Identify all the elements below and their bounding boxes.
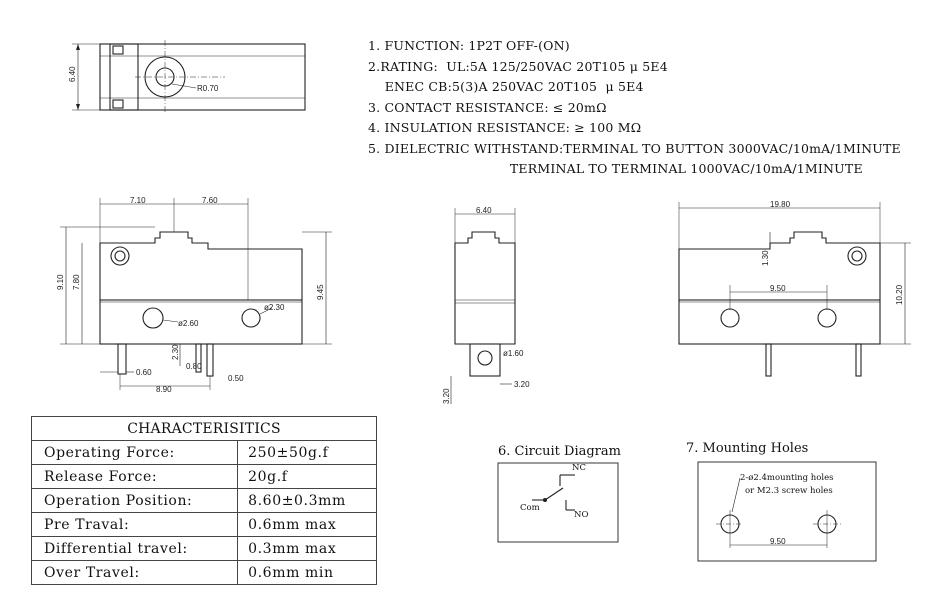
table-header-row: CHARACTERISITICS xyxy=(31,416,377,441)
circuit-diagram: 6. Circuit Diagram NC NO Com xyxy=(497,444,621,543)
mount-note-1: 2-ø2.4mounting holes xyxy=(740,473,834,483)
note-rating-ul: 2.RATING: UL:5A 125/250VAC 20T105 μ 5E4 xyxy=(368,58,668,74)
table-row: Over Travel: 0.6mm min xyxy=(30,560,377,585)
front-height3-label: 9.45 xyxy=(316,284,325,300)
note-contact-resistance: 3. CONTACT RESISTANCE: ≤ 20mΩ xyxy=(368,99,607,115)
row-label: Pre Traval: xyxy=(30,512,239,537)
row-value: 0.6mm min xyxy=(237,560,377,585)
note-insulation-resistance: 4. INSULATION RESISTANCE: ≥ 100 MΩ xyxy=(368,120,642,135)
row-label: Operating Force: xyxy=(30,440,239,465)
circuit-title: 6. Circuit Diagram xyxy=(498,444,621,459)
characteristics-title: CHARACTERISITICS xyxy=(31,416,377,441)
mount-note-2: or M2.3 screw holes xyxy=(745,486,833,496)
row-value: 20g.f xyxy=(237,464,377,489)
circuit-nc-label: NC xyxy=(572,463,586,473)
mounting-title: 7. Mounting Holes xyxy=(686,441,808,456)
table-row: Operating Force: 250±50g.f xyxy=(30,440,377,465)
front-width2-label: 7.60 xyxy=(202,196,218,205)
back-span-label: 9.50 xyxy=(770,284,786,293)
table-row: Release Force: 20g.f xyxy=(30,464,377,489)
front-pin-a-label: 0.60 xyxy=(136,368,152,377)
note-dielectric-1: 5. DIELECTRIC WITHSTAND:TERMINAL TO BUTT… xyxy=(368,140,901,156)
front-width1-label: 7.10 xyxy=(130,196,146,205)
spec-notes: 1. FUNCTION: 1P2T OFF-(ON) 2.RATING: UL:… xyxy=(368,36,901,180)
circuit-no-label: NO xyxy=(574,510,588,520)
back-height-label: 10.20 xyxy=(895,284,904,305)
row-label: Release Force: xyxy=(30,464,239,489)
side-hole-label: ø1.60 xyxy=(503,349,524,358)
front-hole1-label: ø2.60 xyxy=(178,319,199,328)
front-pin-span-label: 8.90 xyxy=(156,385,172,394)
note-rating-enec: ENEC CB:5(3)A 250VAC 20T105 μ 5E4 xyxy=(368,79,644,94)
row-value: 0.3mm max xyxy=(237,536,377,561)
front-hole2-label: ø2.30 xyxy=(264,303,285,312)
side-t1-label: 3.20 xyxy=(442,388,451,404)
front-pin-b-label: 0.80 xyxy=(186,362,202,371)
note-function: 1. FUNCTION: 1P2T OFF-(ON) xyxy=(368,38,570,53)
front-view: 7.10 7.60 9.10 7.80 9.45 ø2.60 ø2.30 2.3… xyxy=(56,196,332,394)
front-height1-label: 9.10 xyxy=(56,274,65,290)
table-row: Operation Position: 8.60±0.3mm xyxy=(30,488,377,513)
row-label: Operation Position: xyxy=(30,488,239,513)
characteristics-table: CHARACTERISITICS Operating Force: 250±50… xyxy=(30,416,377,585)
table-row: Differential travel: 0.3mm max xyxy=(30,536,377,561)
row-label: Differential travel: xyxy=(30,536,239,561)
front-height2-label: 7.80 xyxy=(72,274,81,290)
back-width-label: 19.80 xyxy=(770,200,791,209)
row-label: Over Travel: xyxy=(30,560,239,585)
row-value: 8.60±0.3mm xyxy=(237,488,377,513)
front-pin-height-label: 2.30 xyxy=(171,344,180,360)
mounting-holes: 7. Mounting Holes 9.50 2-ø2.4mounting ho… xyxy=(686,441,877,562)
row-value: 250±50g.f xyxy=(237,440,377,465)
row-value: 0.6mm max xyxy=(237,512,377,537)
top-radius-label: R0.70 xyxy=(197,84,219,93)
back-view: 19.80 9.50 1.30 10.20 xyxy=(678,200,911,377)
circuit-com-label: Com xyxy=(520,503,540,513)
table-row: Pre Traval: 0.6mm max xyxy=(30,512,377,537)
top-view: 6.40 R0.70 xyxy=(68,40,306,112)
top-height-label: 6.40 xyxy=(68,66,77,82)
back-button-label: 1.30 xyxy=(761,250,770,266)
front-pin-c-label: 0.50 xyxy=(228,374,244,383)
side-view: 6.40 ø1.60 3.20 3.20 xyxy=(442,206,530,404)
side-t2-label: 3.20 xyxy=(514,380,530,389)
side-width-label: 6.40 xyxy=(476,206,492,215)
note-dielectric-2: TERMINAL TO TERMINAL 1000VAC/10mA/1MINUT… xyxy=(368,161,863,176)
mount-span-label: 9.50 xyxy=(770,537,786,546)
